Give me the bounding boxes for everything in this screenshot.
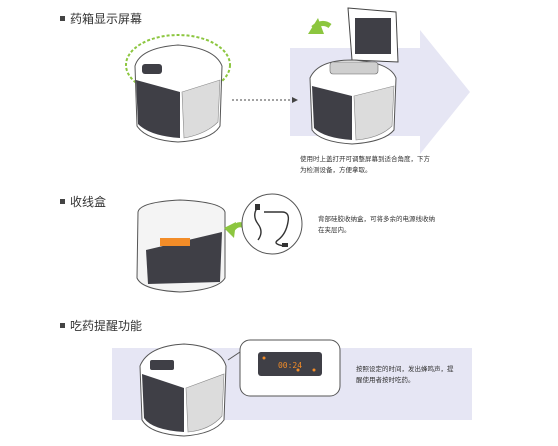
caption-line: 背部硅胶收纳盒，可将多余的电源线收纳	[318, 215, 435, 223]
device-display-readout: 00:24	[278, 361, 302, 370]
bullet-icon	[60, 16, 65, 21]
bullet-icon	[60, 199, 65, 204]
caption-line: 为检测设备，方便拿取。	[300, 166, 372, 174]
closed-device-illustration	[125, 34, 231, 143]
display-callout-illustration: 00:24	[227, 339, 341, 397]
caption-line: 在夹层内。	[318, 226, 351, 234]
dotted-arrow-head	[292, 97, 298, 103]
section-caption-reminder: 按照设定的时间，发出蜂鸣声，提 醒使用者按时吃药。	[356, 364, 454, 386]
section-title-text: 收线盒	[70, 195, 107, 209]
cable-callout-illustration	[241, 193, 303, 255]
section-title-text: 吃药提醒功能	[70, 319, 143, 333]
section-title-reminder: 吃药提醒功能	[60, 317, 142, 334]
caption-line: 醒使用者按时吃药。	[356, 376, 415, 384]
section-title-display: 药箱显示屏幕	[60, 10, 142, 27]
section-title-cable-box: 收线盒	[60, 193, 106, 210]
section-title-text: 药箱显示屏幕	[70, 12, 143, 26]
section-caption-display: 使用时上盖打开可调整屏幕到适合角度，下方 为检测设备，方便拿取。	[300, 154, 430, 176]
bullet-icon	[60, 323, 65, 328]
open-device-illustration	[308, 7, 399, 145]
section-caption-cable-box: 背部硅胶收纳盒，可将多余的电源线收纳 在夹层内。	[318, 214, 435, 236]
cable-box-device-illustration	[136, 199, 246, 293]
reminder-device-illustration	[139, 343, 227, 437]
caption-line: 按照设定的时间，发出蜂鸣声，提	[356, 365, 454, 373]
caption-line: 使用时上盖打开可调整屏幕到适合角度，下方	[300, 155, 430, 163]
